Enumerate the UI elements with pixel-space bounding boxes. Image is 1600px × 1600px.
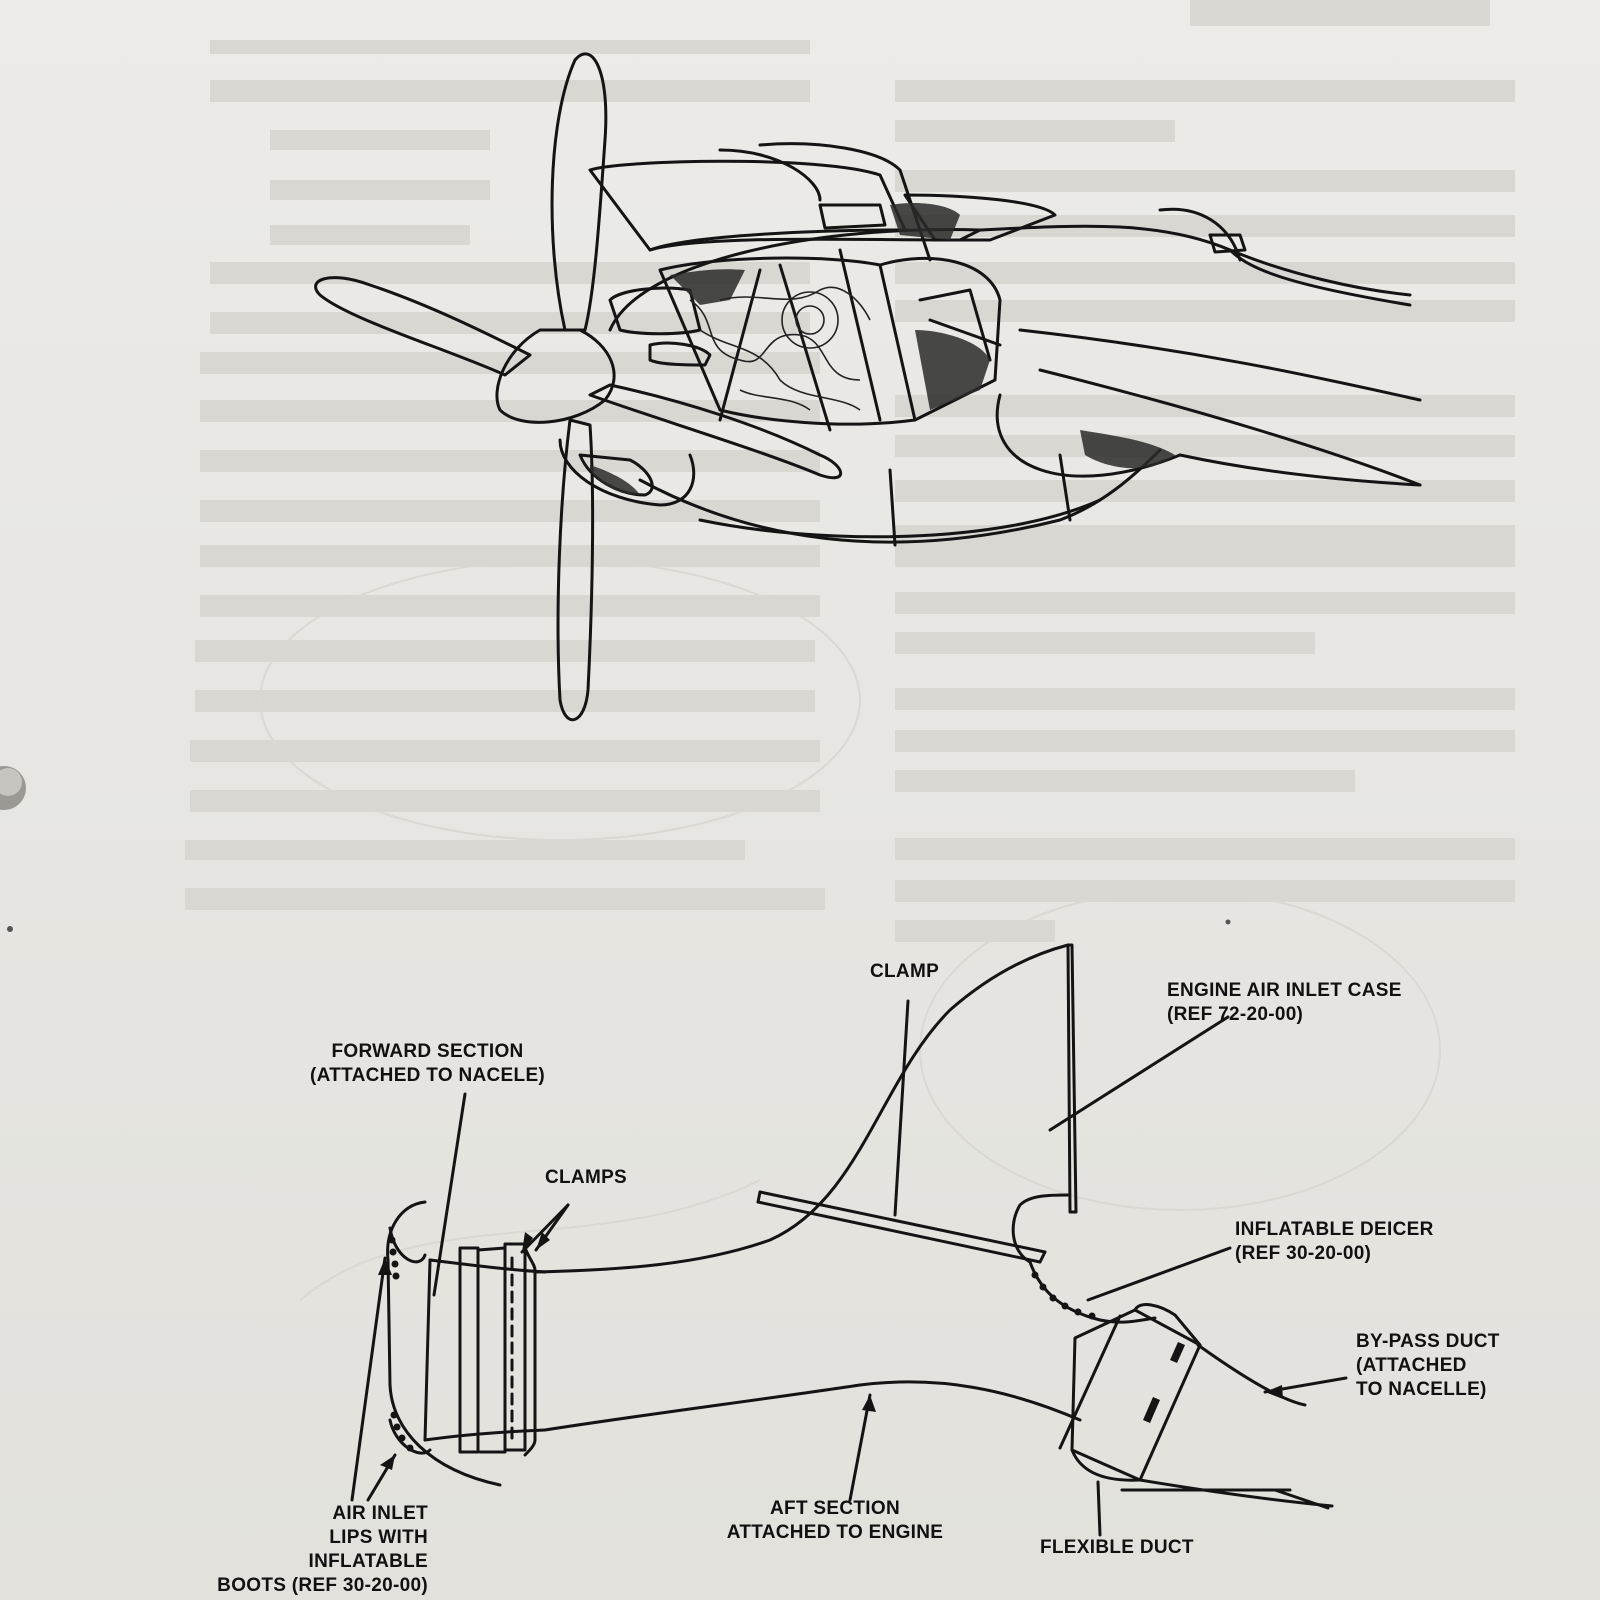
propeller-blade-bottom [556, 418, 595, 722]
propeller-blade-top [550, 52, 608, 332]
label-engine-air-inlet-case: ENGINE AIR INLET CASE (REF 72-20-00) [1167, 980, 1402, 1025]
label-forward-section: FORWARD SECTION (ATTACHED TO NACELE) [310, 1041, 546, 1086]
propeller-blade-right [588, 383, 843, 480]
label-clamps: CLAMPS [545, 1167, 628, 1188]
aft-section-upper [533, 943, 1070, 1274]
label-aft-section: AFT SECTION ATTACHED TO ENGINE [726, 1498, 944, 1543]
label-inflatable-deicer: INFLATABLE DEICER (REF 30-20-00) [1235, 1219, 1434, 1264]
wing-outline [1018, 328, 1422, 402]
label-clamp: CLAMP [870, 961, 940, 982]
label-bypass-duct: BY-PASS DUCT (ATTACHED TO NACELLE) [1356, 1331, 1500, 1400]
label-flexible-duct: FLEXIBLE DUCT [1040, 1537, 1194, 1558]
engine-air-inlet-case [1066, 943, 1078, 1214]
clamp-rod [758, 1190, 1047, 1254]
air-inlet-lip [386, 1200, 502, 1487]
clamp-aft [523, 1246, 537, 1457]
clamp-forward [458, 1246, 480, 1454]
propeller-spinner [495, 328, 616, 424]
bypass-duct [1196, 1343, 1307, 1407]
inflatable-deicer-section [1028, 1260, 1157, 1324]
propeller-blade-left [314, 276, 532, 377]
label-air-inlet-lips: AIR INLET LIPS WITH INFLATABLE BOOTS (RE… [217, 1503, 428, 1596]
aft-section-lower [543, 1380, 1082, 1432]
forward-section [428, 1258, 547, 1274]
flexible-duct [1070, 1308, 1202, 1482]
open-cowling [588, 159, 907, 252]
